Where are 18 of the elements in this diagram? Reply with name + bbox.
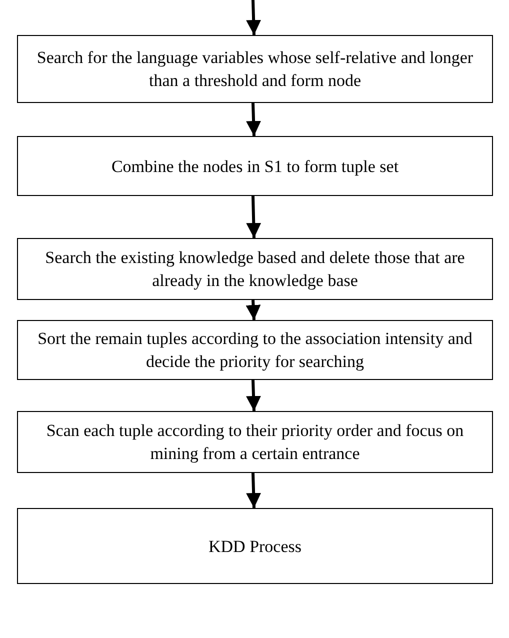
arrow bbox=[246, 196, 262, 238]
step-text: Combine the nodes in S1 to form tuple set bbox=[110, 156, 400, 178]
process-box bbox=[17, 136, 493, 196]
arrow bbox=[246, 102, 262, 136]
arrow bbox=[246, 0, 262, 36]
arrow bbox=[246, 472, 262, 508]
process-box bbox=[17, 508, 493, 584]
process-box bbox=[17, 411, 493, 473]
step-text: Sort the remain tuples according to the association intensity and decide the priority for searching bbox=[36, 328, 474, 373]
arrow bbox=[246, 300, 261, 320]
step-text: KDD Process bbox=[207, 536, 303, 558]
step-text: Search the existing knowledge based and delete those that are already in the knowledge base bbox=[44, 247, 466, 292]
step-text: Search for the language variables whose self-relative and longer than a threshold and form node bbox=[36, 47, 474, 92]
process-box bbox=[17, 35, 493, 103]
process-box bbox=[17, 238, 493, 300]
process-box bbox=[17, 320, 493, 380]
step-text: Scan each tuple according to their priority order and focus on mining from a certain entrance bbox=[45, 420, 465, 465]
arrow bbox=[246, 380, 261, 412]
